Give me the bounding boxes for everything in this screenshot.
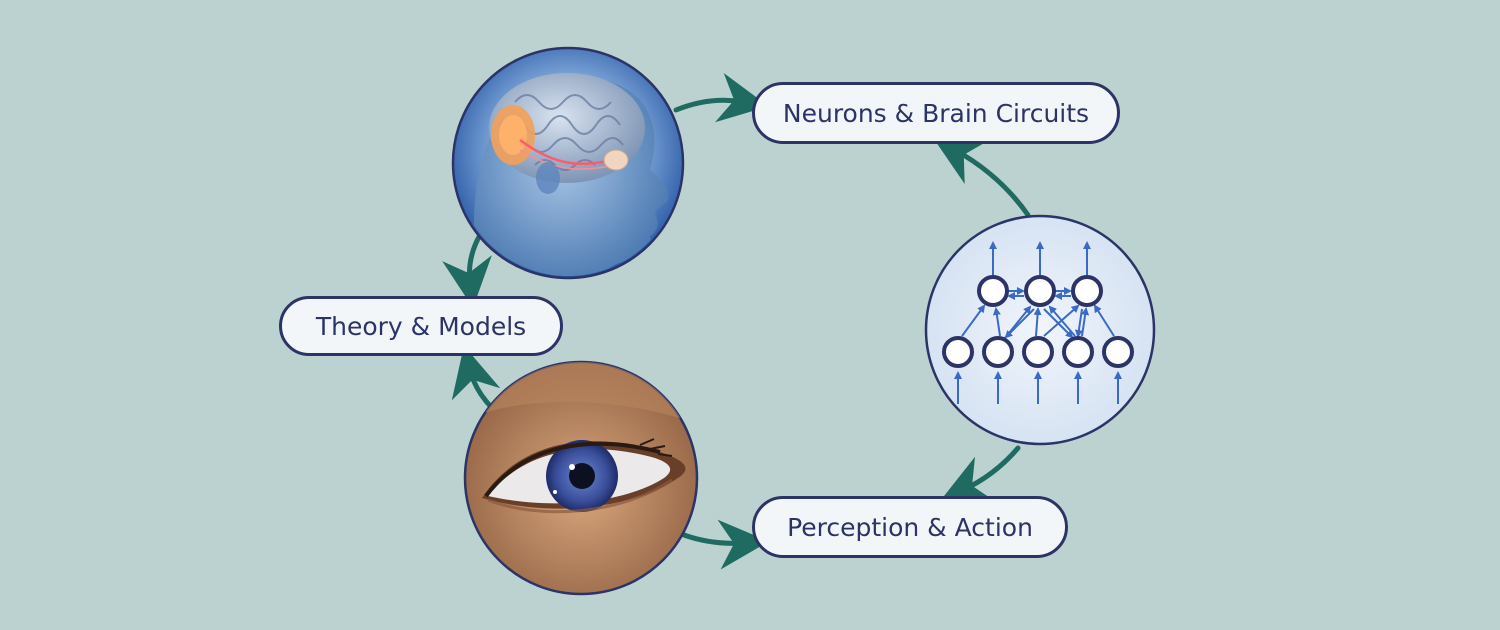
arrow-eye-to-perception <box>681 519 769 570</box>
arrow-network-to-perception <box>940 445 1021 503</box>
neural-network-diagram <box>924 214 1156 446</box>
network-node <box>982 336 1014 368</box>
arrow-network-to-neurons <box>933 137 1031 218</box>
eye-illustration <box>463 360 699 596</box>
network-node <box>1022 336 1054 368</box>
network-node <box>1071 275 1103 307</box>
network-node <box>1024 275 1056 307</box>
network-node <box>977 275 1009 307</box>
perception-action-label: Perception & Action <box>752 496 1068 558</box>
network-node <box>942 336 974 368</box>
network-node <box>1062 336 1094 368</box>
arrow-eye-to-theory <box>451 345 501 411</box>
theory-models-label: Theory & Models <box>279 296 563 356</box>
brain-head-illustration <box>451 46 685 280</box>
neurons-brain-circuits-label: Neurons & Brain Circuits <box>752 82 1120 144</box>
arrow-brain-to-theory <box>442 232 492 308</box>
arrow-brain-to-neurons <box>673 73 769 123</box>
network-node <box>1102 336 1134 368</box>
